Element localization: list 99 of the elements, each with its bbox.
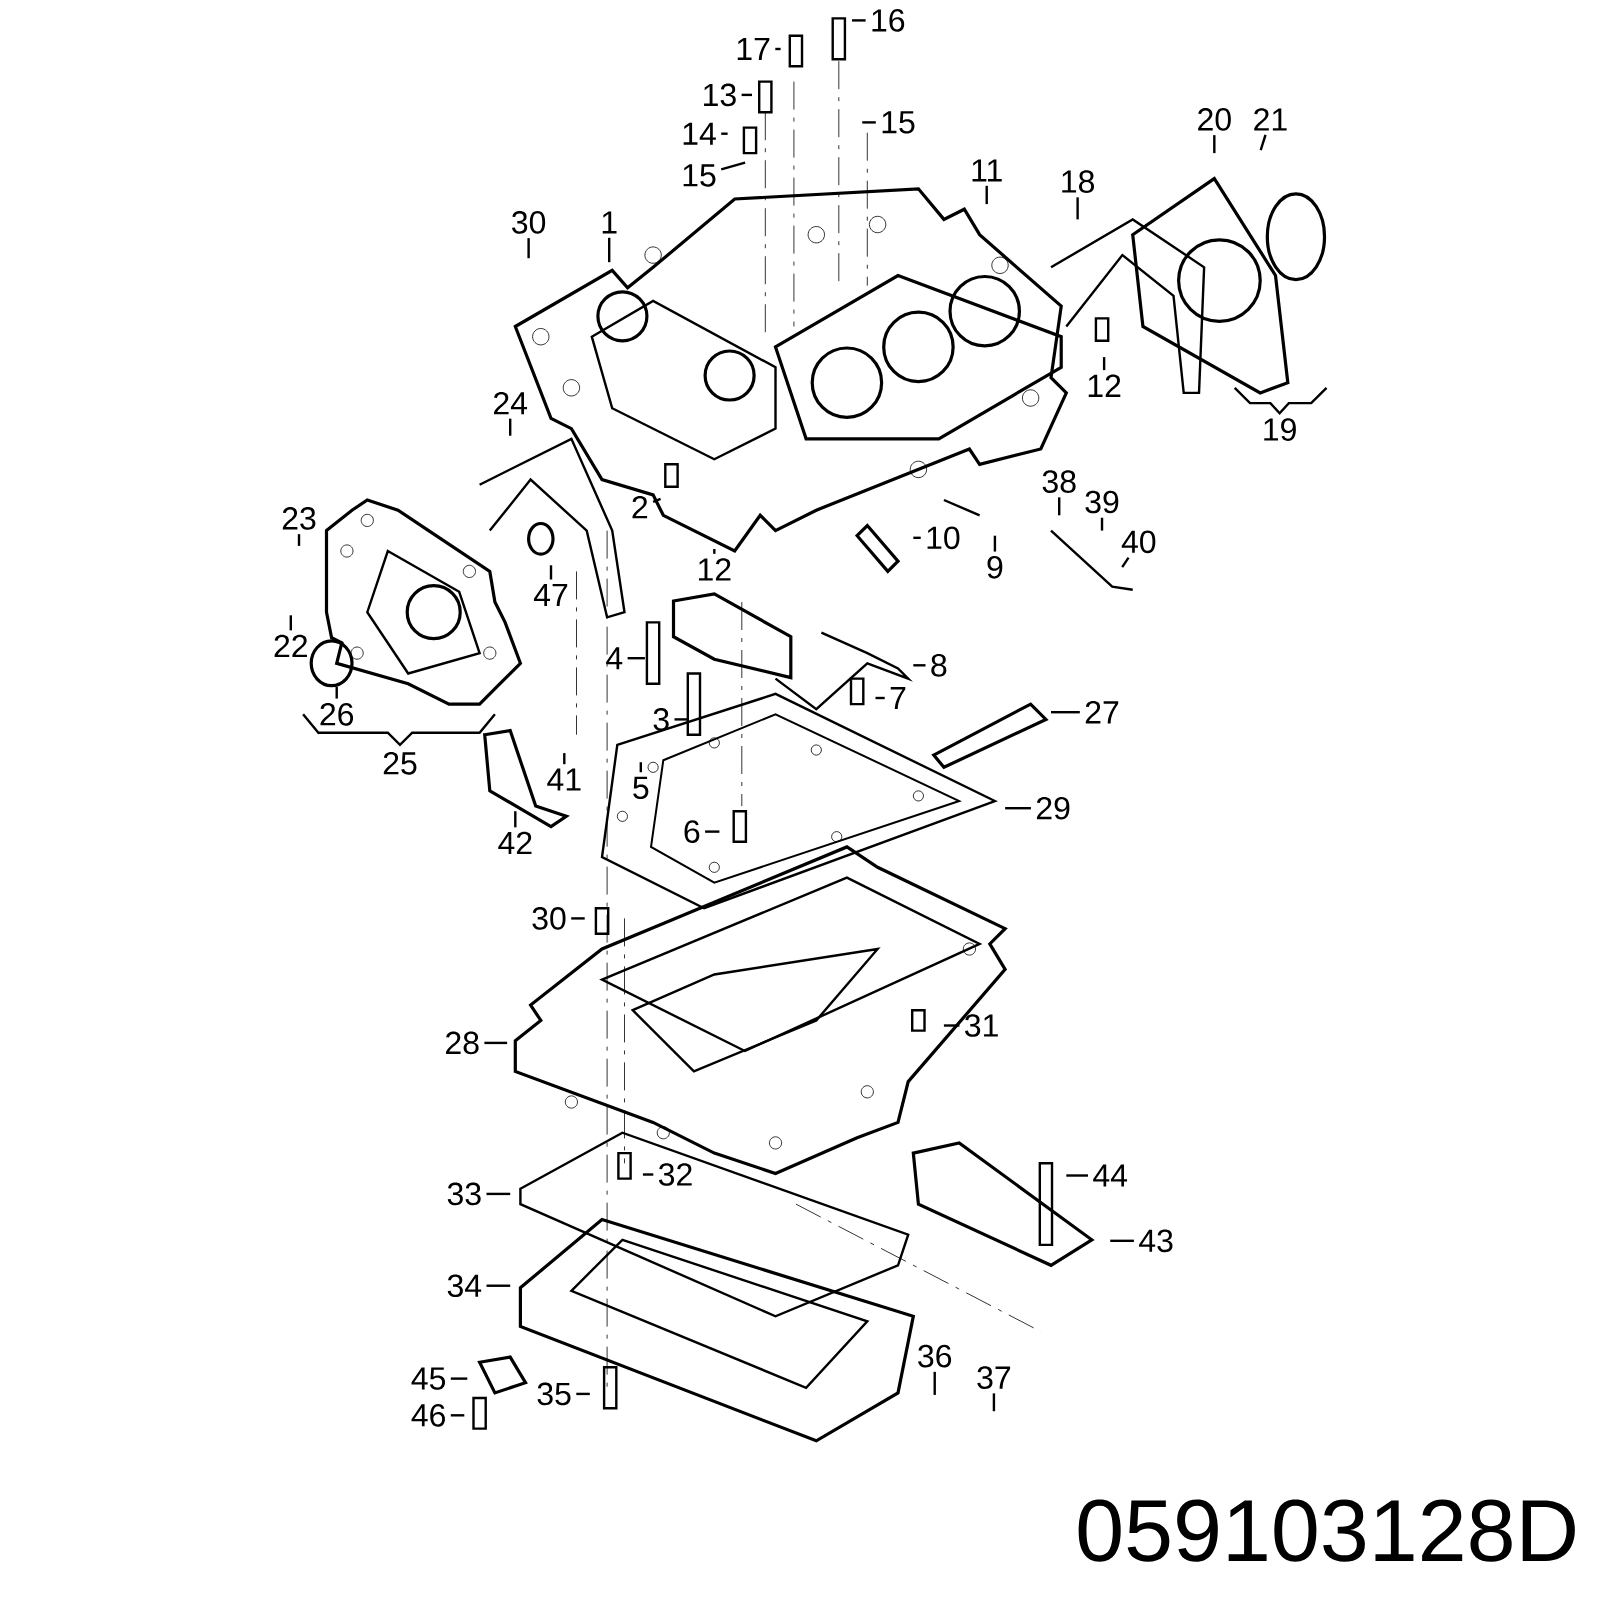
part-number: 059103128D xyxy=(1078,1499,1575,1562)
callout-number: 12 xyxy=(698,558,731,581)
leader-line xyxy=(509,418,512,436)
leader-line xyxy=(1058,497,1061,516)
leader-line xyxy=(913,536,921,539)
callout-number: 25 xyxy=(383,752,417,775)
leader-line xyxy=(335,686,338,699)
callout-number: 41 xyxy=(547,768,581,791)
leader-line xyxy=(1102,357,1106,371)
callout-number: 26 xyxy=(320,703,354,726)
leader-line xyxy=(549,565,553,580)
leader-line xyxy=(852,19,866,22)
callout-number: 39 xyxy=(1085,490,1119,514)
callout-number: 3 xyxy=(653,708,669,731)
leader-line xyxy=(985,185,988,205)
leader-line xyxy=(875,696,885,700)
leader-line xyxy=(913,664,926,667)
leader-line xyxy=(674,718,689,721)
callout-number: 30 xyxy=(532,907,566,930)
callout-number: 15 xyxy=(683,164,716,187)
leader-line xyxy=(775,47,781,51)
leader-line xyxy=(1259,134,1267,151)
leader-line xyxy=(514,811,517,828)
callout-number: 37 xyxy=(977,1366,1011,1389)
leader-line xyxy=(1110,1239,1134,1242)
callout-number: 28 xyxy=(446,1031,479,1055)
callout-number: 15 xyxy=(882,111,915,134)
callout-number: 8 xyxy=(931,654,947,677)
leader-line xyxy=(576,1392,590,1396)
callout-number: 43 xyxy=(1139,1229,1173,1253)
callout-number: 27 xyxy=(1085,701,1119,724)
leader-line xyxy=(639,762,642,773)
leader-line xyxy=(1005,807,1031,810)
leader-line xyxy=(289,615,292,631)
callout-number: 19 xyxy=(1264,418,1296,441)
leader-line xyxy=(484,1041,508,1045)
callout-number: 20 xyxy=(1198,108,1231,131)
callout-number: 23 xyxy=(282,507,316,530)
callout-number: 21 xyxy=(1254,108,1287,131)
leader-line xyxy=(992,1393,996,1412)
callout-number: 33 xyxy=(447,1182,481,1206)
callout-number: 36 xyxy=(918,1344,952,1368)
leader-line xyxy=(1051,711,1080,714)
callout-number: 14 xyxy=(683,122,716,145)
callout-number: 12 xyxy=(1088,374,1121,397)
leader-line xyxy=(450,1377,468,1380)
callout-number: 6 xyxy=(684,820,700,843)
leader-line xyxy=(1213,135,1216,154)
callout-number: 35 xyxy=(537,1382,571,1406)
callout-number: 34 xyxy=(447,1274,482,1298)
callout-number: 18 xyxy=(1062,170,1094,193)
callout-number: 47 xyxy=(533,583,568,606)
leader-line xyxy=(571,917,585,920)
leader-line xyxy=(713,549,716,554)
callout-number: 32 xyxy=(658,1163,692,1186)
leader-line xyxy=(608,237,611,263)
leader-line xyxy=(642,1173,654,1176)
callout-number: 29 xyxy=(1036,796,1070,820)
leader-line xyxy=(720,161,746,171)
callout-number: 30 xyxy=(512,211,546,234)
callout-number: 4 xyxy=(606,647,623,670)
callout-number: 10 xyxy=(927,526,960,550)
callout-number: 38 xyxy=(1042,470,1076,493)
callout-number: 1 xyxy=(602,211,617,234)
leader-line xyxy=(943,1024,960,1027)
callout-number: 16 xyxy=(872,9,905,32)
leader-line xyxy=(993,535,997,552)
callout-number: 45 xyxy=(411,1367,446,1390)
leader-line xyxy=(1100,517,1104,531)
callout-number: 22 xyxy=(274,634,307,658)
callout-number: 7 xyxy=(890,687,906,709)
leader-line xyxy=(450,1414,465,1417)
callout-number: 42 xyxy=(498,831,532,855)
callout-number: 2 xyxy=(632,495,648,519)
leader-line xyxy=(705,830,720,833)
leader-line xyxy=(627,657,645,660)
leader-line xyxy=(652,497,662,503)
callout-number: 11 xyxy=(972,159,1002,182)
leader-line xyxy=(862,121,876,124)
leader-line xyxy=(1066,1174,1088,1177)
callout-number: 40 xyxy=(1121,530,1156,554)
leader-line xyxy=(1076,197,1079,220)
leader-line xyxy=(933,1371,936,1395)
leader-line xyxy=(486,1284,511,1287)
callout-number: 44 xyxy=(1093,1164,1128,1187)
callout-number: 46 xyxy=(411,1404,445,1427)
leader-line xyxy=(721,132,728,135)
leader-line xyxy=(563,753,566,765)
leader-line xyxy=(486,1192,511,1196)
leader-line xyxy=(297,534,301,546)
callout-number: 9 xyxy=(987,556,1003,579)
leader-line xyxy=(1121,556,1130,568)
callout-number: 17 xyxy=(737,38,770,60)
callout-number: 5 xyxy=(633,776,649,799)
callout-number: 24 xyxy=(494,391,528,415)
leader-line xyxy=(527,238,530,259)
callout-number: 31 xyxy=(965,1014,998,1037)
callout-number: 13 xyxy=(704,83,736,107)
leader-line xyxy=(741,93,752,97)
